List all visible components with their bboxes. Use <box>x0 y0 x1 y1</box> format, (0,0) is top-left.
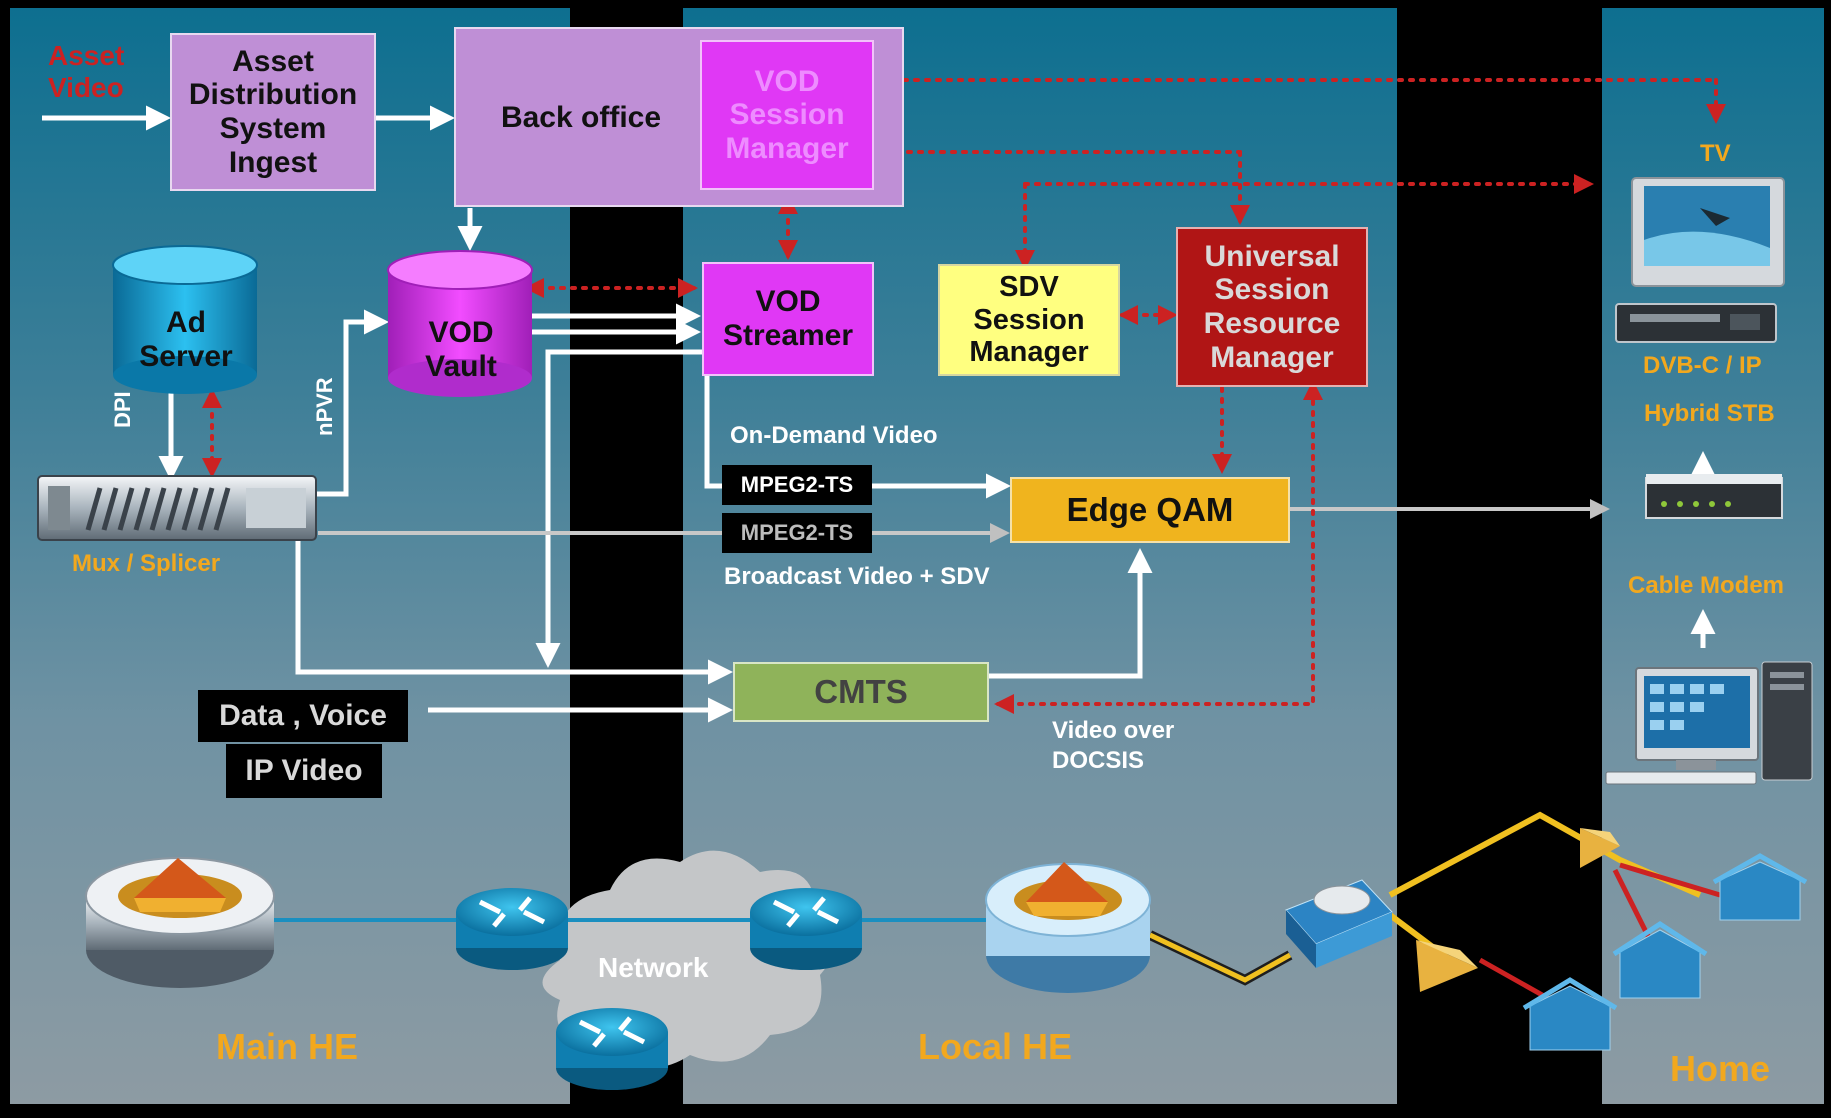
tv-label: TV <box>1700 140 1731 167</box>
asset-video-label: Asset Video <box>48 40 125 104</box>
tv-icon <box>1631 177 1785 287</box>
local-he-label: Local HE <box>918 1026 1073 1067</box>
local-he-disc-icon <box>985 862 1151 993</box>
mux-device-icon <box>37 475 317 541</box>
hybrid-stb-label: Hybrid STB <box>1644 400 1775 427</box>
vod-streamer-box: VOD Streamer <box>702 262 874 376</box>
mpeg2-ts-broadcast: MPEG2-TS <box>722 513 872 553</box>
mpeg2-ts-on-demand: MPEG2-TS <box>722 465 872 505</box>
ip-video-box: IP Video <box>226 744 382 798</box>
cable-modem-label: Cable Modem <box>1628 572 1785 599</box>
cable-modem-icon <box>1645 474 1783 519</box>
vod-vault-cylinder-icon <box>387 250 533 397</box>
house-icon <box>1522 977 1618 1051</box>
main-he-label: Main HE <box>216 1026 359 1067</box>
network-label: Network <box>598 952 709 983</box>
computer-icon <box>1605 661 1813 785</box>
usrm-box: Universal Session Resource Manager <box>1176 227 1368 387</box>
cmts-box: CMTS <box>733 662 989 722</box>
vod-session-manager-box: VOD Session Manager <box>700 40 874 190</box>
house-icon <box>1712 853 1808 921</box>
edge-qam-box: Edge QAM <box>1010 477 1290 543</box>
stb-icon <box>1615 303 1777 343</box>
vod-vault-label: VOD Vault <box>425 316 497 383</box>
ads-ingest-box: Asset Distribution System Ingest <box>170 33 376 191</box>
ad-server-label: Ad Server <box>139 306 233 373</box>
house-icon <box>1612 921 1708 999</box>
home-label: Home <box>1670 1048 1771 1089</box>
tap-icon <box>1580 828 1620 868</box>
on-demand-video-label: On-Demand Video <box>730 422 938 449</box>
broadcast-video-sdv-label: Broadcast Video + SDV <box>724 563 990 590</box>
main-he-disc-icon <box>85 857 275 988</box>
mux-splicer-label: Mux / Splicer <box>72 550 221 577</box>
back-office-label: Back office <box>500 101 662 135</box>
dpi-label: DPI <box>110 391 135 428</box>
router-icon <box>556 1008 668 1090</box>
video-over-docsis-label: Video over DOCSIS <box>1052 717 1175 774</box>
router-icon <box>750 888 862 970</box>
access-point-icon <box>1285 879 1393 968</box>
ad-server-cylinder-icon <box>112 245 258 394</box>
sdv-session-manager-box: SDV Session Manager <box>938 264 1120 376</box>
tap-icon <box>1416 940 1478 992</box>
router-icon <box>456 888 568 970</box>
dvb-ip-label: DVB-C / IP <box>1643 352 1762 379</box>
npvr-label: nPVR <box>312 377 337 436</box>
data-voice-box: Data , Voice <box>198 690 408 742</box>
